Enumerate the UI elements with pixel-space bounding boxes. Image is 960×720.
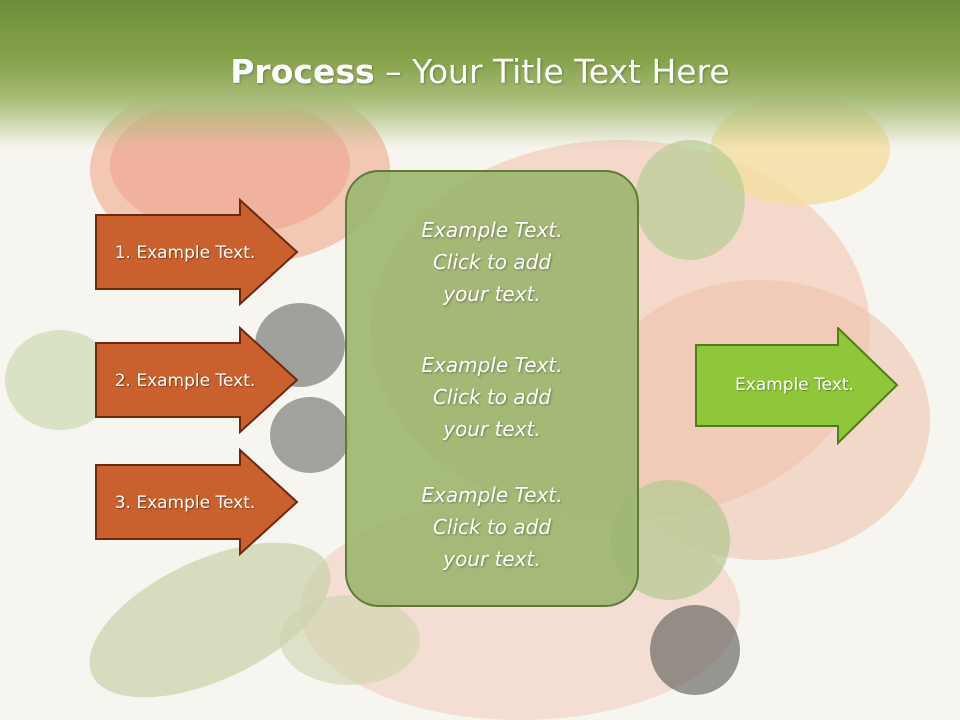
center-paragraph-1-line3: your text. bbox=[443, 282, 541, 306]
center-text-box[interactable]: Example Text. Click to add your text. Ex… bbox=[345, 170, 639, 607]
center-paragraph-3-line1: Example Text. bbox=[421, 483, 563, 507]
result-arrow-shape bbox=[695, 327, 899, 445]
process-arrow-1[interactable]: 1. Example Text. bbox=[95, 197, 300, 307]
center-paragraph-3-line2: Click to add bbox=[432, 515, 552, 539]
center-paragraph-2: Example Text. Click to add your text. bbox=[347, 349, 637, 445]
process-arrow-3[interactable]: 3. Example Text. bbox=[95, 447, 300, 557]
center-paragraph-2-line1: Example Text. bbox=[421, 353, 563, 377]
center-paragraph-1-line2: Click to add bbox=[432, 250, 552, 274]
center-paragraph-3: Example Text. Click to add your text. bbox=[347, 479, 637, 575]
arrow-shape-1 bbox=[95, 197, 299, 307]
arrow-shape-3 bbox=[95, 447, 299, 557]
center-paragraph-2-line2: Click to add bbox=[432, 385, 552, 409]
result-arrow-label[interactable]: Example Text. bbox=[735, 375, 854, 395]
process-arrow-2[interactable]: 2. Example Text. bbox=[95, 325, 300, 435]
center-paragraph-3-line3: your text. bbox=[443, 547, 541, 571]
process-arrow-3-label: 3. Example Text. bbox=[114, 492, 256, 513]
process-arrow-2-label: 2. Example Text. bbox=[114, 370, 256, 391]
slide-title[interactable]: Process – Your Title Text Here bbox=[0, 52, 960, 91]
center-paragraph-1-line1: Example Text. bbox=[421, 218, 563, 242]
center-paragraph-1: Example Text. Click to add your text. bbox=[347, 214, 637, 310]
slide-title-rest: – Your Title Text Here bbox=[374, 52, 730, 91]
title-banner bbox=[0, 0, 960, 148]
center-paragraph-2-line3: your text. bbox=[443, 417, 541, 441]
slide-title-bold: Process bbox=[230, 52, 375, 91]
arrow-shape-2 bbox=[95, 325, 299, 435]
process-arrow-1-label: 1. Example Text. bbox=[114, 242, 256, 263]
